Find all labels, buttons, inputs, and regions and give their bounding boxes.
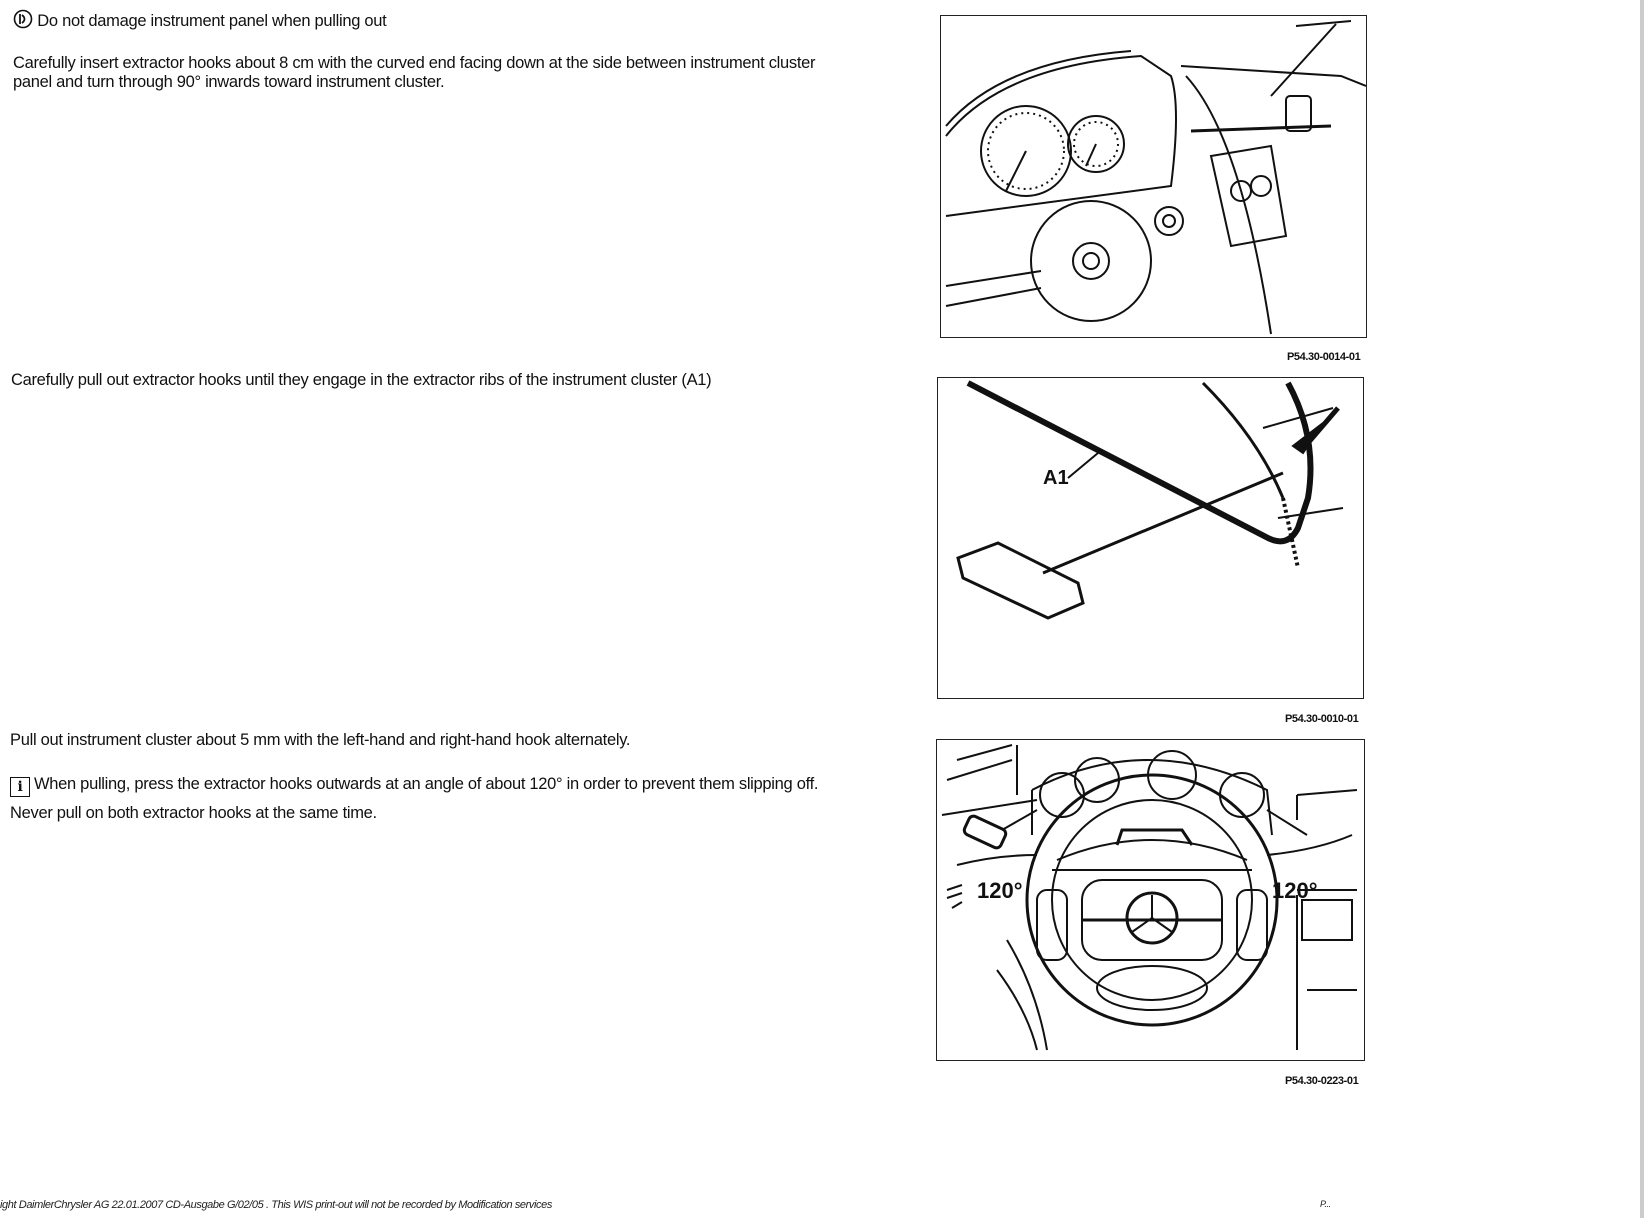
figure-label-a1: A1 — [1043, 467, 1069, 489]
figure-3-caption: P54.30-0223-01 — [1285, 1075, 1359, 1087]
footer-copyright: ight DaimlerChrysler AG 22.01.2007 CD-Au… — [0, 1199, 552, 1211]
caution-note: Do not damage instrument panel when pull… — [13, 9, 387, 34]
step-1-text-line-1: Carefully insert extractor hooks about 8… — [13, 54, 816, 72]
angle-label-right: 120° — [1272, 878, 1318, 903]
figure-1-caption: P54.30-0014-01 — [1287, 351, 1361, 363]
figure-extractor-ribs: A1 — [937, 377, 1364, 699]
step-2-text: Carefully pull out extractor hooks until… — [11, 371, 712, 389]
footer-page: P... — [1320, 1199, 1331, 1209]
step-3-text: Pull out instrument cluster about 5 mm w… — [10, 731, 631, 749]
info-icon: i — [10, 777, 30, 797]
angle-label-left: 120° — [977, 878, 1023, 903]
caution-icon — [13, 9, 33, 34]
step-1-text-line-2: panel and turn through 90° inwards towar… — [13, 73, 445, 91]
figure-steering-wheel: 120° 120° — [936, 739, 1365, 1061]
figure-dashboard-hooks — [940, 15, 1367, 338]
info-note-line-2: Never pull on both extractor hooks at th… — [10, 804, 377, 822]
scan-edge — [1640, 0, 1644, 1218]
figure-2-caption: P54.30-0010-01 — [1285, 713, 1359, 725]
caution-text: Do not damage instrument panel when pull… — [37, 11, 387, 30]
